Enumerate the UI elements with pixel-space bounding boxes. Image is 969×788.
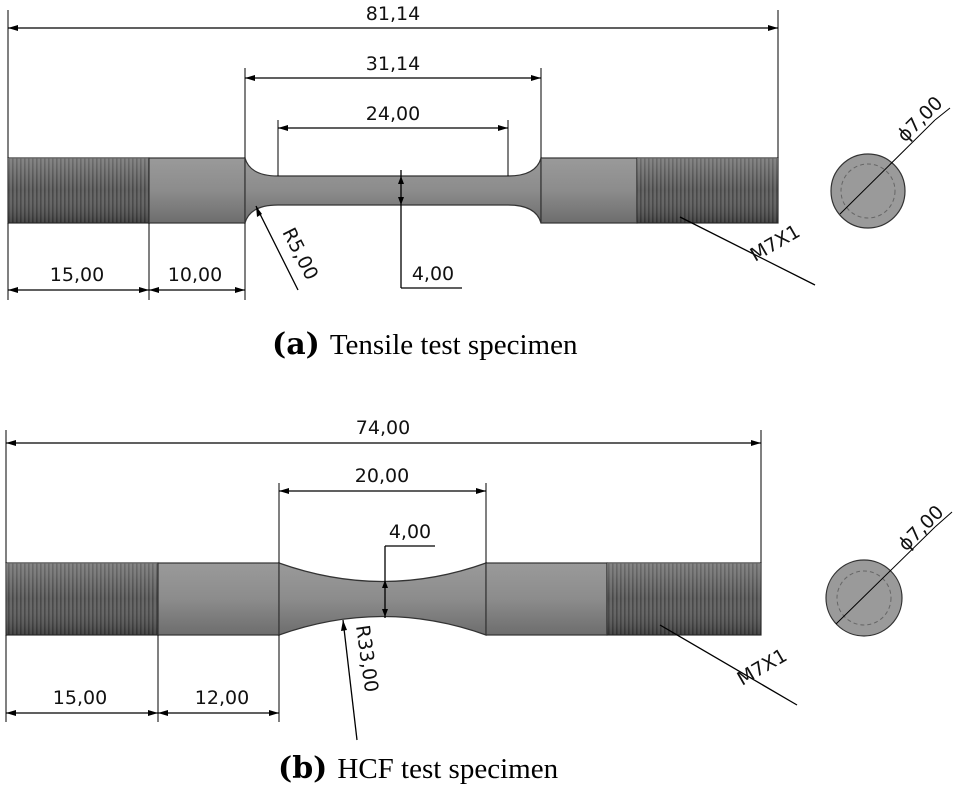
- specimen-b-overall-dim: 74,00: [356, 417, 410, 439]
- specimen-a-diameter-dim: 4,00: [412, 263, 454, 285]
- specimen-a-caption: (a) Tensile test specimen: [272, 327, 578, 362]
- specimen-a-shoulder-length-dim: 10,00: [168, 264, 222, 286]
- specimen-b-thread-note: M7X1: [734, 644, 791, 690]
- specimen-a-thread-length-dim: 15,00: [50, 264, 104, 286]
- specimen-b-shoulder-length-dim: 12,00: [195, 687, 249, 709]
- specimen-a: 81,14 31,14 24,00 4,00 15,00 10,00: [7, 3, 951, 362]
- specimen-a-end-view: [830, 107, 951, 229]
- specimen-a-radius-dim: R5,00: [278, 224, 323, 283]
- specimen-a-gauge-dim: 24,00: [366, 103, 420, 125]
- specimen-b-neck-section: [278, 562, 487, 636]
- specimen-b-thread-length-dim: 15,00: [53, 687, 107, 709]
- specimen-b-diameter-dim: 4,00: [389, 521, 431, 543]
- specimen-a-right-shoulder: [540, 157, 638, 224]
- specimen-b-caption-label: (b): [278, 751, 327, 786]
- specimen-b-caption-text: HCF test specimen: [337, 753, 558, 785]
- specimen-b-left-shoulder: [157, 562, 280, 636]
- specimen-b-caption: (b) HCF test specimen: [278, 751, 559, 786]
- specimen-b-end-view: [825, 511, 953, 637]
- specimen-a-caption-text: Tensile test specimen: [330, 329, 578, 361]
- specimen-a-caption-label: (a): [272, 327, 320, 362]
- specimen-b-reduced-dim: 20,00: [355, 465, 409, 487]
- specimen-a-end-diameter-dim: ϕ7,00: [893, 92, 947, 146]
- specimen-a-left-shoulder: [148, 157, 246, 224]
- specimen-a-reduced-dim: 31,14: [366, 53, 420, 75]
- specimen-b-right-shoulder: [485, 562, 608, 636]
- specimen-a-gauge-section: [244, 157, 542, 224]
- specimen-a-thread-note: M7X1: [747, 220, 804, 266]
- specimen-b-end-diameter-dim: ϕ7,00: [894, 501, 948, 555]
- specimen-b-radius-dim: R33,00: [351, 624, 382, 694]
- specimen-b: 74,00 20,00 4,00 15,00 12,00 R33,00 M7X1: [5, 417, 953, 786]
- specimen-a-overall-dim: 81,14: [366, 3, 420, 25]
